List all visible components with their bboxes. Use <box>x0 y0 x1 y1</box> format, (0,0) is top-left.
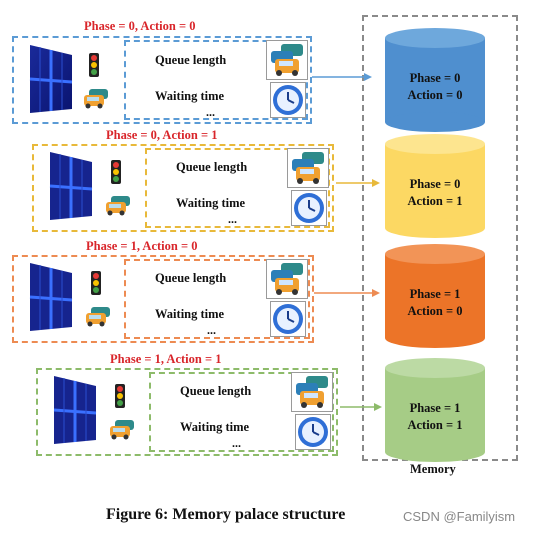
traffic-light-icon-2 <box>90 270 102 296</box>
intersection-map-1 <box>46 150 96 222</box>
state-box-1 <box>32 144 334 232</box>
queue-icon-box-1 <box>287 148 329 188</box>
queue-length-label-0: Queue length <box>155 53 227 67</box>
clock-icon-box-0 <box>270 82 306 118</box>
row-label-0: Phase = 0, Action = 0 <box>84 19 196 33</box>
queue-length-label-3: Queue length <box>180 384 252 398</box>
waiting-time-label-2: Waiting time <box>155 307 225 321</box>
mem-phase-1: Phase = 0 <box>409 177 461 191</box>
queue-icon-box-2 <box>266 259 308 299</box>
row-label-2: Phase = 1, Action = 0 <box>86 239 198 253</box>
clock-icon-box-1 <box>291 190 327 226</box>
clock-icon-box-2 <box>270 301 306 337</box>
memory-cylinder-1: Phase = 0 Action = 1 <box>385 134 485 238</box>
memory-label: Memory <box>410 462 456 476</box>
cars-icon-3 <box>108 417 136 441</box>
state-box-2 <box>12 255 314 343</box>
waiting-time-label-1: Waiting time <box>176 196 246 210</box>
arrow-1 <box>336 178 380 188</box>
cars-icon-2 <box>84 304 112 328</box>
queue-length-label-2: Queue length <box>155 271 227 285</box>
cars-icon-1 <box>104 193 132 217</box>
intersection-map-2 <box>26 261 76 333</box>
traffic-light-icon-0 <box>88 52 100 78</box>
queue-icon-box-3 <box>291 372 333 412</box>
memory-cylinder-2: Phase = 1 Action = 0 <box>385 244 485 348</box>
arrow-0 <box>312 72 372 82</box>
memory-cylinder-0: Phase = 0 Action = 0 <box>385 28 485 132</box>
ellipsis-0: ... <box>206 105 215 119</box>
arrow-3 <box>340 402 382 412</box>
ellipsis-2: ... <box>207 323 216 337</box>
queue-length-label-1: Queue length <box>176 160 248 174</box>
mem-phase-3: Phase = 1 <box>409 401 461 415</box>
intersection-map-0 <box>26 43 76 115</box>
state-box-3 <box>36 368 338 456</box>
mem-phase-2: Phase = 1 <box>409 287 461 301</box>
mem-action-1: Action = 1 <box>407 194 463 208</box>
row-label-3: Phase = 1, Action = 1 <box>110 352 222 366</box>
mem-action-3: Action = 1 <box>407 418 463 432</box>
queue-icon-box-0 <box>266 40 308 80</box>
mem-action-2: Action = 0 <box>407 304 463 318</box>
arrow-2 <box>314 288 380 298</box>
mem-phase-0: Phase = 0 <box>409 71 461 85</box>
clock-icon-box-3 <box>295 414 331 450</box>
mem-action-0: Action = 0 <box>407 88 463 102</box>
traffic-light-icon-3 <box>114 383 126 409</box>
memory-cylinder-3: Phase = 1 Action = 1 <box>385 358 485 462</box>
ellipsis-1: ... <box>228 212 237 226</box>
row-label-1: Phase = 0, Action = 1 <box>106 128 218 142</box>
cars-icon-0 <box>82 86 110 110</box>
watermark: CSDN @Familyism <box>403 509 516 524</box>
intersection-map-3 <box>50 374 100 446</box>
traffic-light-icon-1 <box>110 159 122 185</box>
state-box-0 <box>12 36 312 124</box>
figure-caption: Figure 6: Memory palace structure <box>106 506 346 523</box>
ellipsis-3: ... <box>232 436 241 450</box>
waiting-time-label-3: Waiting time <box>180 420 250 434</box>
waiting-time-label-0: Waiting time <box>155 89 225 103</box>
